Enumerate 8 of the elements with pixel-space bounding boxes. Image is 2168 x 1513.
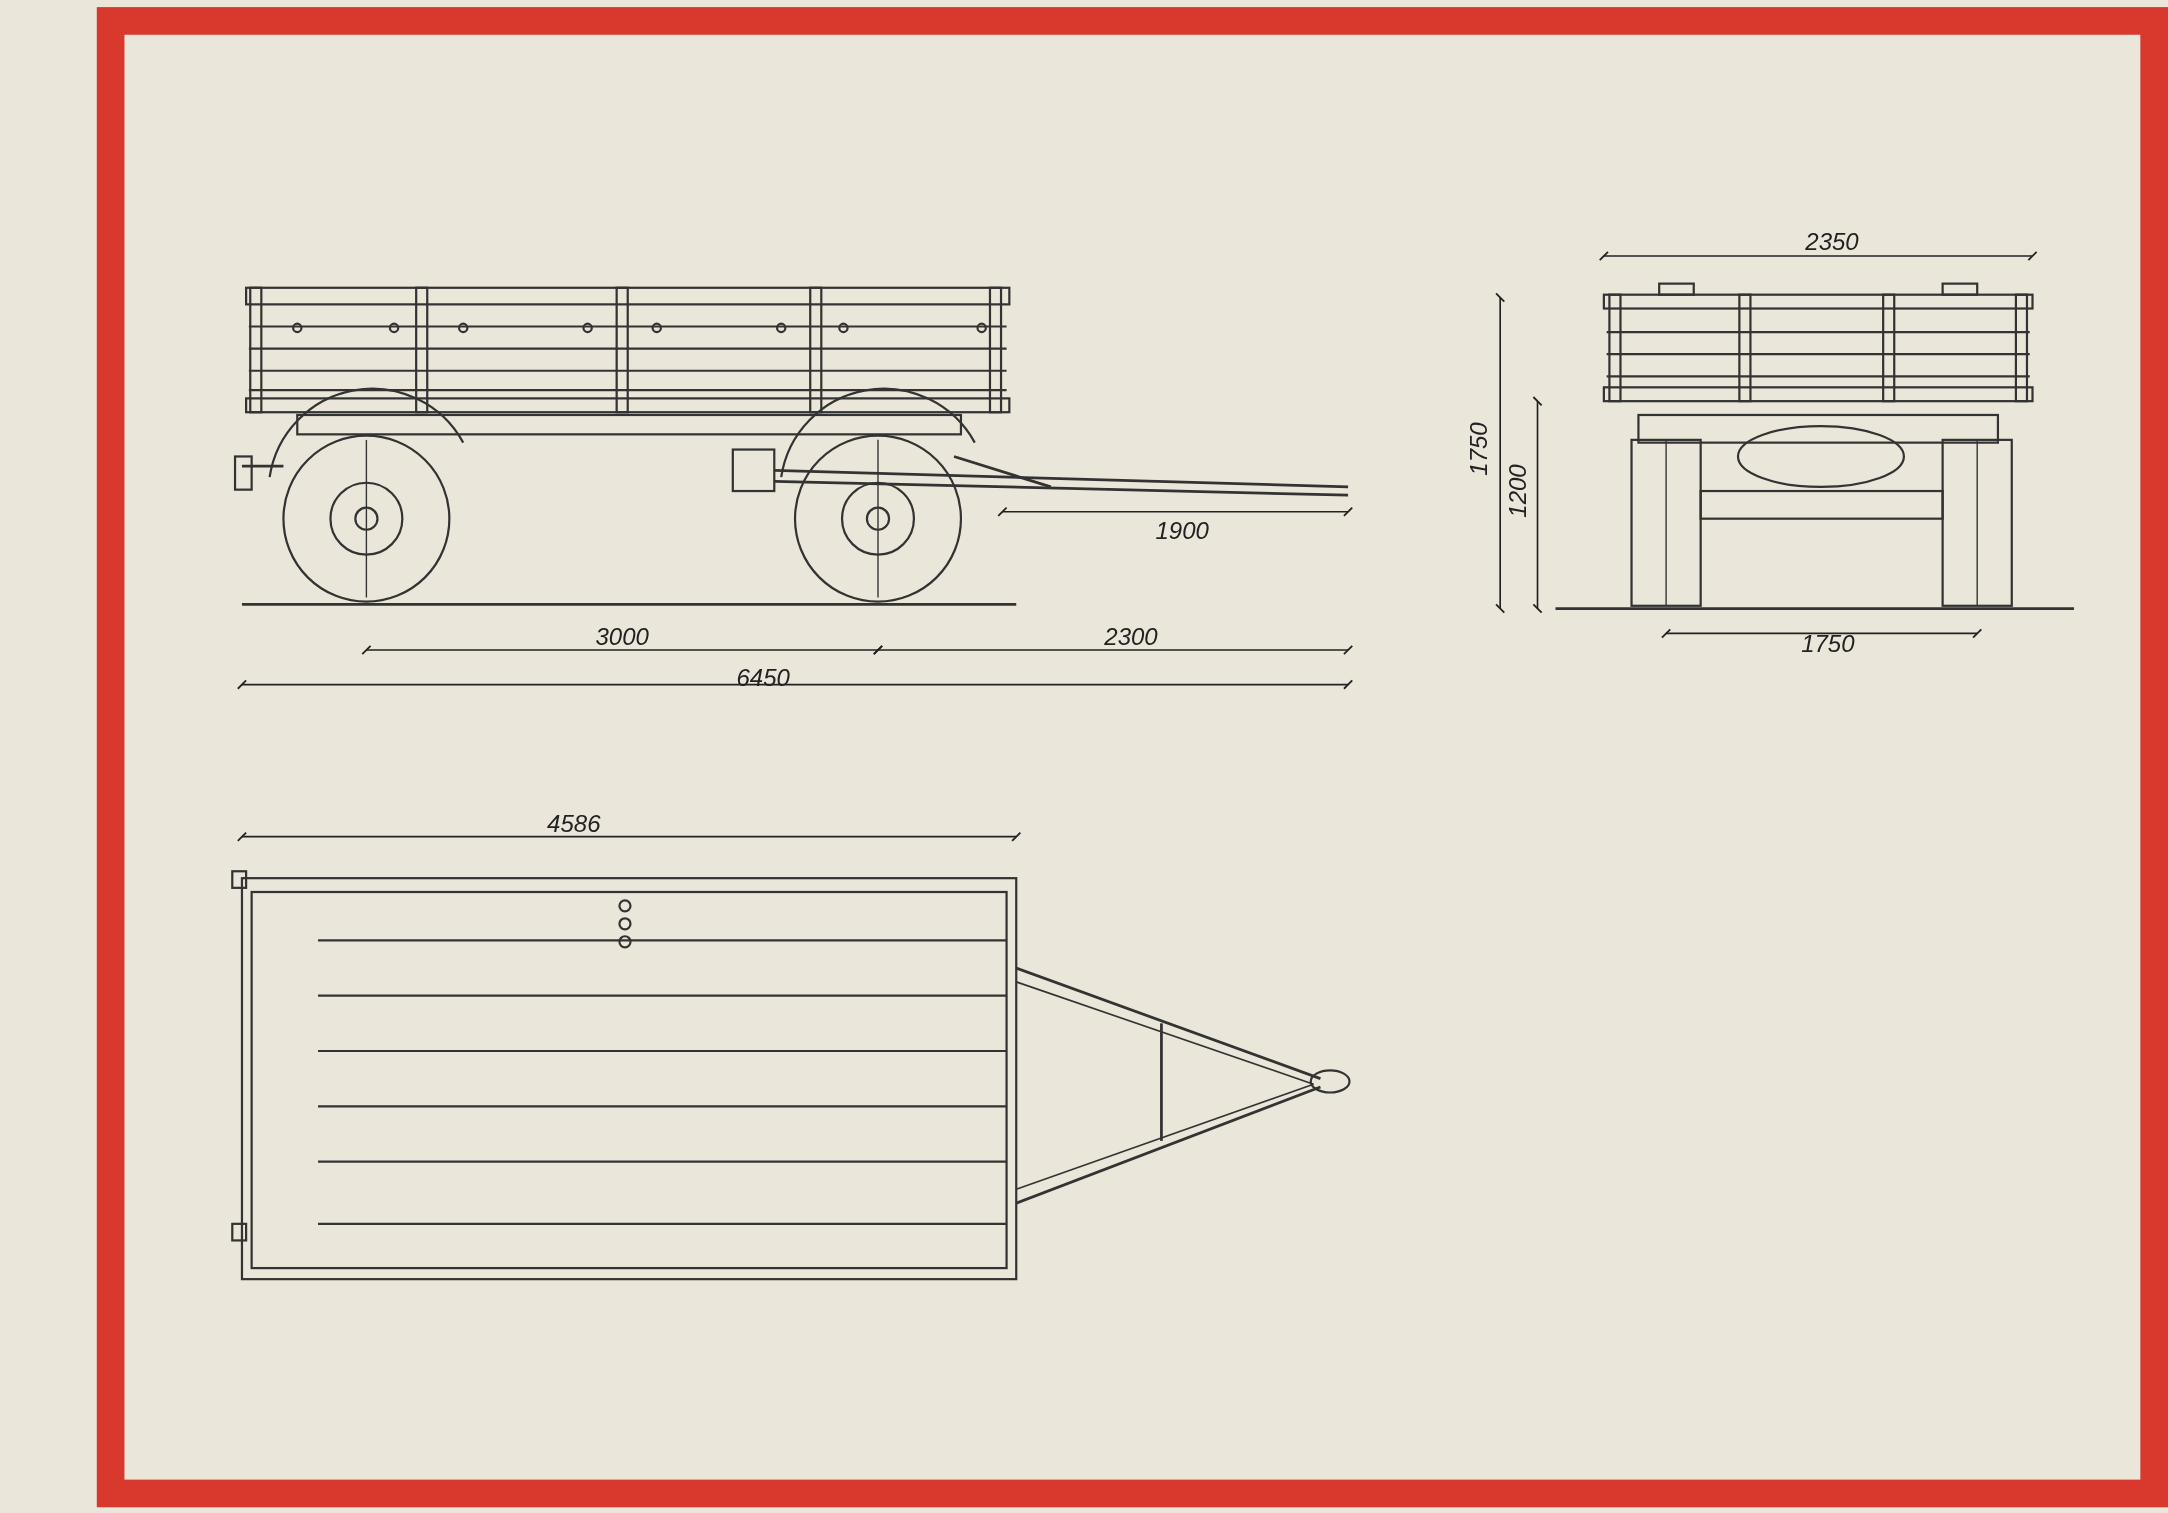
dimension-label: 3000 [595,625,649,650]
dimension-label: 1900 [1155,518,1209,543]
dimension-label: 1750 [1801,632,1855,657]
dimension-label: 1750 [1467,422,1492,477]
dimension-label: 1200 [1506,464,1531,518]
dimension-label: 2350 [1805,229,1859,254]
dimension-label: 4586 [547,812,601,837]
dimension-label: 2300 [1104,625,1158,650]
